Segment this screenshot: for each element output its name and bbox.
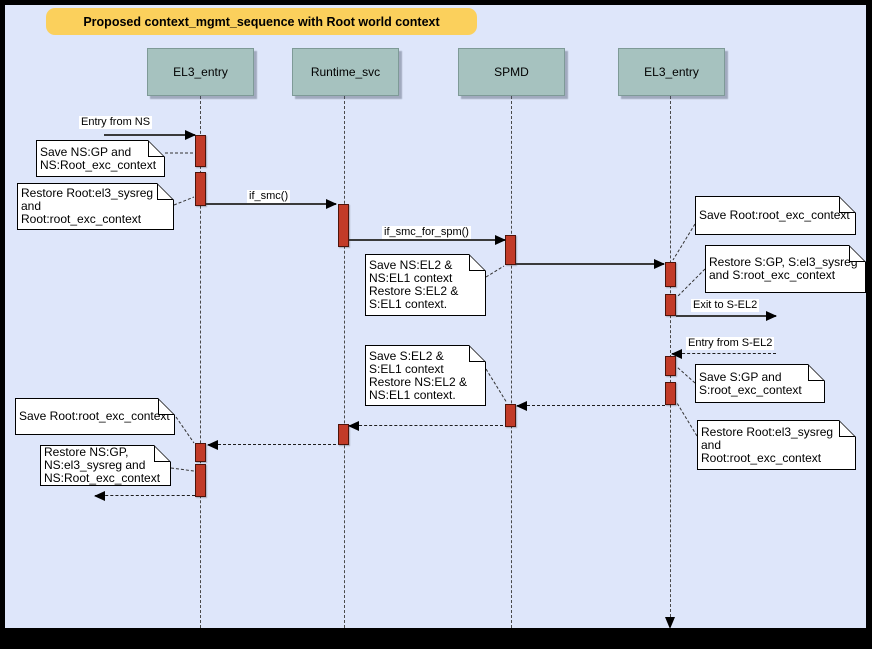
actor-label: Runtime_svc (310, 65, 381, 79)
note-text: Save S:GP and S:root_exc_context (699, 369, 802, 397)
note-fold-icon (470, 347, 484, 361)
activation-bar (338, 424, 349, 445)
actor-label: EL3_entry (644, 65, 699, 79)
note-fold-icon (470, 256, 484, 270)
arrowhead-right-icon (766, 311, 777, 321)
message-label-if-smc-for-spm: if_smc_for_spm() (382, 226, 471, 239)
diagram-title: Proposed context_mgmt_sequence with Root… (46, 8, 477, 35)
arrowhead-right-icon (185, 130, 196, 140)
note-fold-icon (840, 422, 854, 436)
message-label-if-smc: if_smc() (247, 190, 291, 203)
activation-bar (505, 404, 516, 427)
activation-bar (665, 382, 676, 405)
arrowhead-left-icon (516, 401, 527, 411)
note-fold-icon (809, 366, 823, 380)
arrowhead-left-icon (94, 491, 105, 501)
lifeline-runtime-svc (344, 96, 345, 628)
activation-bar (505, 235, 516, 265)
actor-label: SPMD (494, 65, 529, 79)
note-text: Restore Root:el3_sysreg and Root:root_ex… (21, 186, 154, 226)
message-spmd-to-el3 (516, 259, 665, 269)
actor-label: EL3_entry (173, 65, 228, 79)
note-restore-ns-gp: Restore NS:GP, NS:el3_sysreg and NS:Root… (40, 445, 171, 486)
note-text: Restore Root:el3_sysreg and Root:root_ex… (701, 424, 834, 465)
arrowhead-left-icon (671, 349, 682, 359)
activation-bar (195, 135, 206, 167)
note-fold-icon (149, 142, 163, 156)
message-if-smc-for-spm (349, 235, 506, 245)
lifeline-end-arrow-icon (665, 617, 675, 629)
message-entry-from-sel2 (671, 349, 776, 359)
message-label-exit-to-sel2: Exit to S-EL2 (691, 299, 760, 312)
arrowhead-left-icon (207, 440, 218, 450)
message-entry-from-ns (104, 130, 196, 140)
activation-bar (665, 356, 676, 376)
message-label-entry-from-ns: Entry from NS (79, 116, 153, 129)
arrowhead-right-icon (654, 259, 665, 269)
note-fold-icon (840, 198, 854, 212)
note-text: Save NS:EL2 & NS:EL1 context Restore S:E… (369, 258, 459, 311)
lifeline-el3-entry-left (200, 96, 201, 628)
note-text: Restore NS:GP, NS:el3_sysreg and NS:Root… (44, 445, 161, 485)
activation-bar (195, 443, 206, 462)
lifeline-spmd (511, 96, 512, 628)
note-text: Restore S:GP, S:el3_sysreg and S:root_ex… (709, 255, 858, 282)
activation-bar (195, 464, 206, 497)
note-restore-s-gp: Restore S:GP, S:el3_sysreg and S:root_ex… (705, 245, 866, 293)
note-save-s-el2: Save S:EL2 & S:EL1 context Restore NS:EL… (365, 345, 486, 406)
activation-bar (665, 262, 676, 287)
message-exit-to-sel2 (676, 311, 777, 321)
note-text: Save S:EL2 & S:EL1 context Restore NS:EL… (369, 348, 468, 402)
message-return-to-ns (94, 491, 195, 501)
note-text: Save NS:GP and NS:Root_exc_context (40, 144, 157, 172)
activation-bar (195, 172, 206, 206)
message-if-smc (206, 199, 337, 209)
note-save-s-gp: Save S:GP and S:root_exc_context (695, 364, 825, 403)
note-fold-icon (155, 447, 169, 461)
note-text: Save Root:root_exc_context (19, 409, 170, 423)
note-restore-root-el3-sysreg-right: Restore Root:el3_sysreg and Root:root_ex… (697, 420, 856, 470)
actor-el3-entry-right: EL3_entry (618, 48, 725, 96)
note-text: Save Root:root_exc_context (699, 208, 850, 222)
activation-bar (338, 204, 349, 247)
arrowhead-right-icon (495, 235, 506, 245)
note-save-root-exc-right: Save Root:root_exc_context (695, 196, 856, 235)
message-return-runtime-to-el3 (207, 440, 336, 450)
message-return-spmd-to-runtime (348, 421, 503, 431)
arrowhead-left-icon (348, 421, 359, 431)
note-save-ns-gp: Save NS:GP and NS:Root_exc_context (36, 140, 165, 177)
actor-el3-entry-left: EL3_entry (147, 48, 254, 96)
note-fold-icon (159, 400, 173, 414)
message-return-el3-to-spmd (516, 401, 665, 411)
note-save-ns-el2: Save NS:EL2 & NS:EL1 context Restore S:E… (365, 254, 486, 316)
note-save-root-exc-left: Save Root:root_exc_context (15, 398, 175, 435)
activation-bar (665, 294, 676, 316)
note-fold-icon (850, 247, 864, 261)
note-restore-root-el3-sysreg-left: Restore Root:el3_sysreg and Root:root_ex… (17, 183, 174, 230)
actor-runtime-svc: Runtime_svc (292, 48, 399, 96)
actor-spmd: SPMD (458, 48, 565, 96)
arrowhead-right-icon (326, 199, 337, 209)
message-label-entry-from-sel2: Entry from S-EL2 (686, 337, 775, 350)
note-fold-icon (158, 185, 172, 199)
